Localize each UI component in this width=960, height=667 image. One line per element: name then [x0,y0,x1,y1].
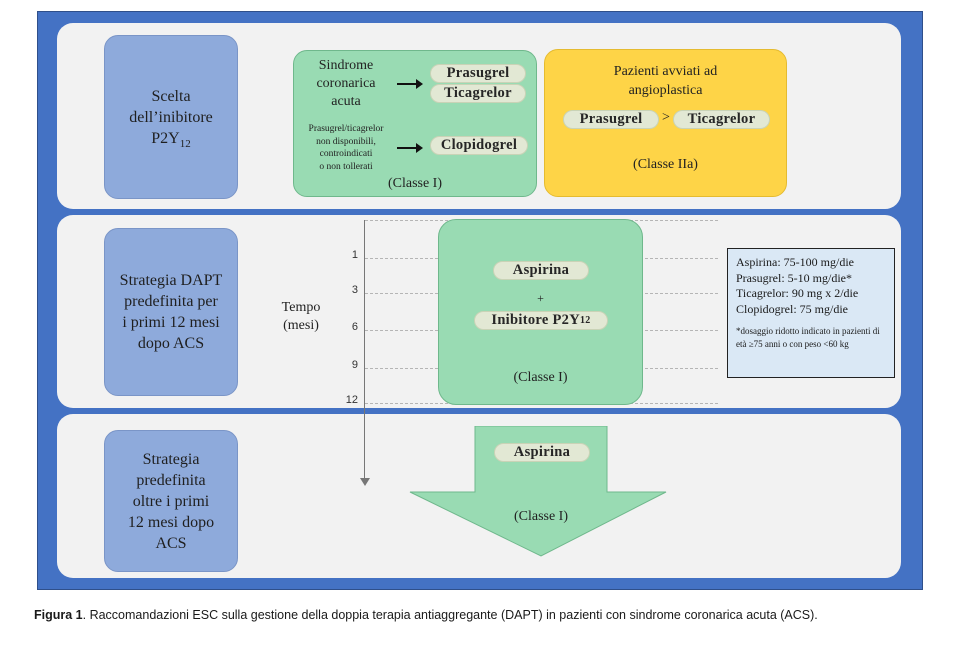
down-arrow-shape [409,426,667,557]
alt-text-line: Prasugrel/ticagrelor [308,124,384,134]
acs-text: Sindrome coronarica acuta [296,57,396,111]
arrow-right-icon [397,143,423,153]
label-line: 12 mesi dopo [127,513,215,531]
dosage-line: Prasugrel: 5-10 mg/die* [736,270,852,285]
label-p2y12-choice: Scelta dell’inibitore P2Y12 [104,35,238,199]
pci-text: Pazienti avviati ad angioplastica [544,62,787,100]
arrow-down-icon [360,478,370,486]
dosage-line: Aspirina: 75-100 mg/die [736,255,854,269]
axis-label-line: (mesi) [283,318,319,333]
drug-pill-ticagrelor: Ticagrelor [430,84,526,103]
class-label: (Classe I) [387,176,443,191]
acs-text-line: coronarica [316,76,376,91]
arrow-right-icon [397,79,423,89]
pci-text-line: angioplastica [628,83,703,98]
drug-pill-prasugrel: Prasugrel [430,64,526,83]
axis-label-line: Tempo [281,300,321,315]
pill-text: Inibitore P2Y [491,312,580,328]
arrow-down-icon [409,426,667,557]
pci-text-line: Pazienti avviati ad [613,64,718,79]
time-axis-label: Tempo (mesi) [270,299,332,335]
plus-symbol: + [537,291,544,305]
label-line: dell’inibitore [129,108,213,126]
acs-text-line: Sindrome [318,58,374,73]
time-axis-line [364,220,365,480]
class-label: (Classe I) [513,509,569,524]
label-beyond-strategy: Strategia predefinita oltre i primi 12 m… [104,430,238,572]
figure-caption: Figura 1. Raccomandazioni ESC sulla gest… [34,608,954,622]
class-label: (Classe I) [513,370,568,385]
tick-label: 9 [351,359,358,371]
label-dapt-strategy: Strategia DAPT predefinita per i primi 1… [104,228,238,396]
dosage-line: Ticagrelor: 90 mg x 2/die [736,286,859,300]
label-subscript: 12 [179,137,191,150]
dosage-line: Clopidogrel: 75 mg/die [736,301,848,316]
label-line: Strategia [142,450,200,468]
label-line: Scelta [151,87,191,105]
class-label: (Classe IIa) [633,157,698,172]
drug-pill-clopidogrel: Clopidogrel [430,136,528,155]
alt-text-line: controindicati [319,149,373,159]
dosage-footnote: *dosaggio ridotto indicato in pazienti d… [736,326,880,349]
label-line: predefinita per [124,293,218,310]
drug-pill-aspirin: Aspirina [493,261,589,280]
label-line: Strategia DAPT [119,272,223,289]
tick-label: 3 [351,284,358,296]
label-line: P2Y [151,129,180,147]
drug-pill-prasugrel: Prasugrel [563,110,659,129]
alt-text-line: non disponibili, [316,136,376,147]
tick-label: 1 [351,249,358,261]
alt-text-line: o non tollerati [319,161,373,172]
caption-text: . Raccomandazioni ESC sulla gestione del… [82,608,818,622]
caption-label: Figura 1 [34,608,83,622]
label-line: ACS [155,534,187,552]
label-line: predefinita [136,471,206,489]
drug-pill-ticagrelor: Ticagrelor [673,110,770,129]
dosage-box: Aspirina: 75-100 mg/die Prasugrel: 5-10 … [727,248,895,378]
greater-than-symbol: > [662,110,670,125]
tick-label: 12 [345,394,358,406]
alt-condition-text: Prasugrel/ticagrelor non disponibili, co… [294,123,398,173]
label-line: oltre i primi [132,492,210,510]
label-line: i primi 12 mesi [122,314,220,331]
label-line: dopo ACS [137,335,205,352]
drug-pill-aspirin: Aspirina [494,443,590,462]
acs-text-line: acuta [331,94,361,109]
tick-label: 6 [351,321,358,333]
